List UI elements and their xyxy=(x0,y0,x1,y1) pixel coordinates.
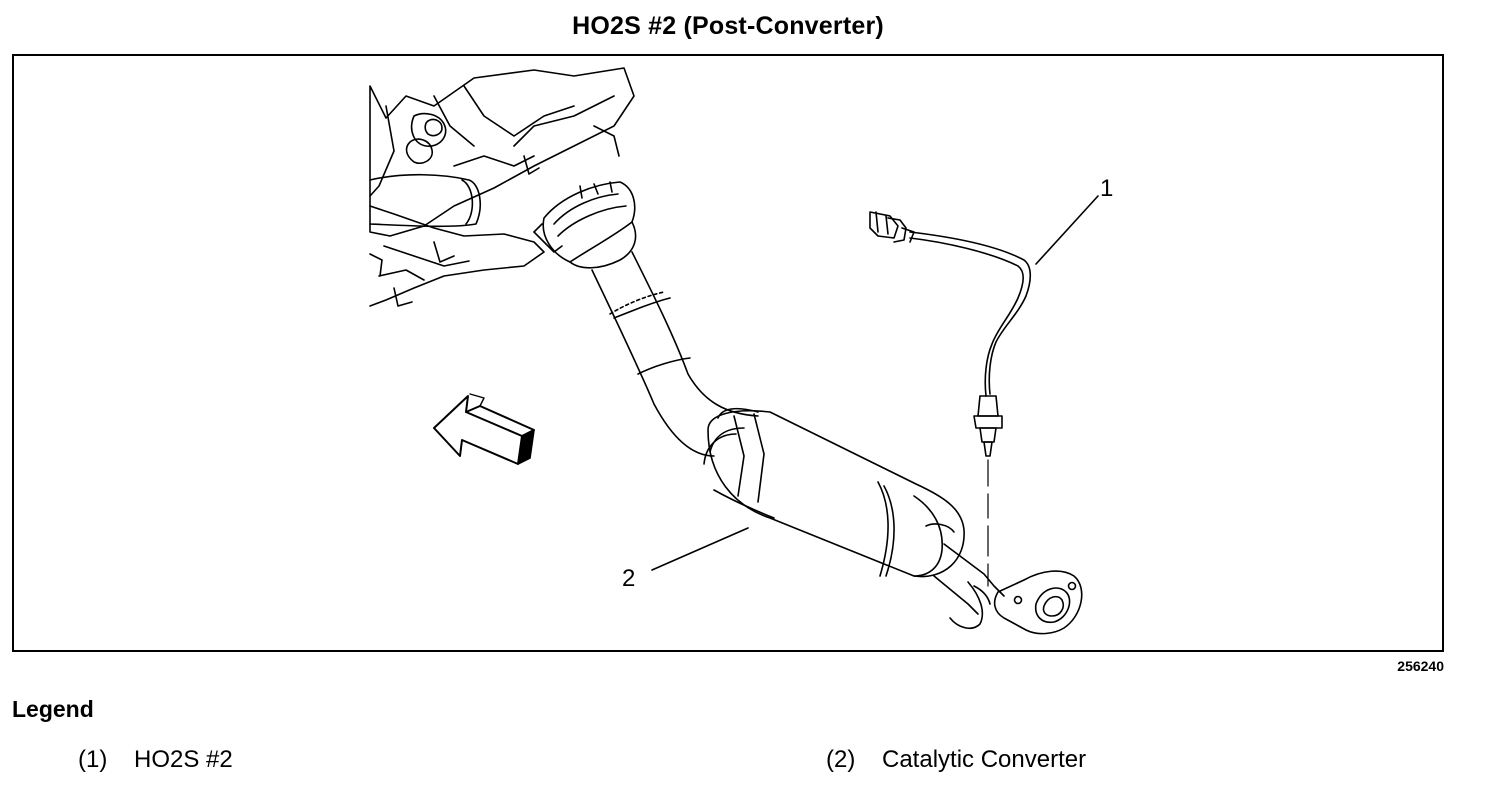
legend-item-number: (2) xyxy=(826,746,856,773)
legend-item-catalytic-converter: (2) Catalytic Converter xyxy=(826,746,1086,774)
callout-1-leader xyxy=(1035,195,1099,265)
legend-heading: Legend xyxy=(12,696,94,722)
engine-manifold-drawing xyxy=(369,67,635,307)
legend-item-number: (1) xyxy=(78,746,108,773)
ho2s-sensor-drawing xyxy=(869,211,1032,587)
pipe-flange-drawing xyxy=(533,181,637,269)
legend-item-label: HO2S #2 xyxy=(134,746,233,773)
legend-item-ho2s: (1) HO2S #2 xyxy=(78,746,233,774)
callout-2-leader xyxy=(651,527,749,571)
figure-number: 256240 xyxy=(1397,658,1444,674)
diagram-title: HO2S #2 (Post-Converter) xyxy=(572,12,884,40)
legend-item-label: Catalytic Converter xyxy=(882,746,1087,773)
exhaust-pipe-drawing xyxy=(591,251,759,457)
exhaust-illustration: 1 2 xyxy=(369,67,1113,635)
catalytic-converter-drawing xyxy=(703,407,965,578)
outlet-pipe-drawing xyxy=(933,543,1083,635)
callout-2-label: 2 xyxy=(622,565,635,592)
illustration-frame: 1 2 xyxy=(12,54,1444,652)
callout-1-label: 1 xyxy=(1100,175,1113,202)
direction-arrow-icon xyxy=(433,393,535,465)
